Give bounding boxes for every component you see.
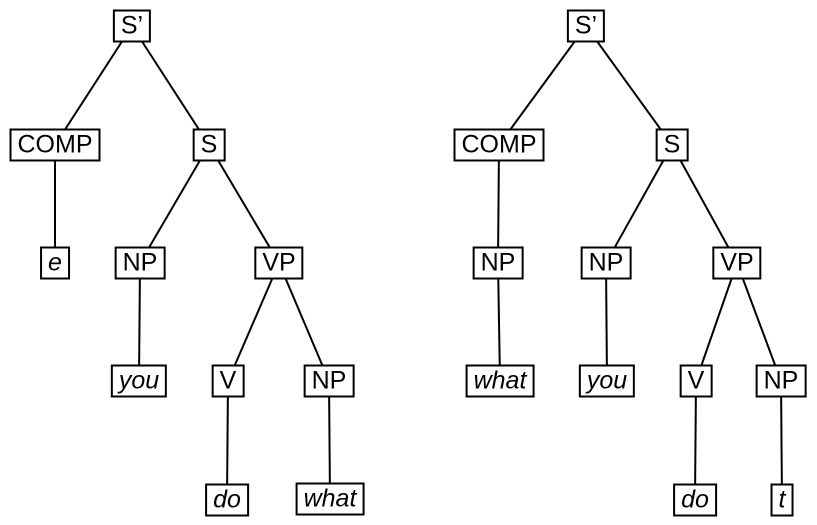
tree-node-you: you bbox=[578, 364, 636, 398]
edge-v-do bbox=[694, 380, 697, 501]
tree-node-s: S bbox=[192, 128, 226, 162]
edge-s-vp bbox=[208, 144, 280, 264]
tree-node-np-subject: NP bbox=[580, 246, 632, 280]
tree-node-np-object: NP bbox=[755, 364, 807, 398]
tree-node-what: what bbox=[465, 364, 535, 398]
tree-node-t: t bbox=[770, 483, 794, 517]
edge-vp-v bbox=[227, 262, 280, 382]
tree-node-np-subject: NP bbox=[114, 246, 166, 280]
tree-node-you: you bbox=[110, 364, 168, 398]
edge-np-what bbox=[497, 262, 501, 382]
tree-node-s: S bbox=[655, 128, 689, 162]
edge-vp-np-object bbox=[278, 262, 330, 382]
edge-sbar-comp bbox=[54, 25, 133, 146]
tree-node-e: e bbox=[40, 246, 70, 280]
tree-node-comp: COMP bbox=[9, 128, 101, 162]
edge-comp-np bbox=[497, 144, 500, 264]
edge-sbar-s bbox=[585, 25, 673, 146]
tree-node-v: V bbox=[211, 364, 245, 398]
edge-s-np-subject bbox=[605, 144, 673, 264]
tree-node-v: V bbox=[679, 364, 713, 398]
edge-sbar-s bbox=[131, 25, 210, 146]
tree-node-vp: VP bbox=[712, 246, 762, 280]
edge-v-do bbox=[226, 380, 229, 501]
edge-np-you bbox=[605, 262, 608, 382]
edge-s-np-subject bbox=[139, 144, 210, 264]
tree-node-s-bar: S’ bbox=[112, 9, 152, 43]
edge-vp-np-object bbox=[736, 262, 782, 382]
edge-np-t bbox=[780, 380, 783, 501]
tree-node-do: do bbox=[205, 483, 249, 517]
edge-np-you bbox=[138, 262, 141, 382]
edge-np-what bbox=[328, 380, 331, 500]
edge-s-vp bbox=[671, 144, 738, 264]
tree-node-s-bar: S’ bbox=[566, 9, 606, 43]
tree-node-np-comp: NP bbox=[472, 246, 524, 280]
tree-node-vp: VP bbox=[254, 246, 304, 280]
edge-sbar-comp bbox=[498, 25, 587, 146]
tree-node-do: do bbox=[673, 483, 717, 517]
edge-vp-v bbox=[695, 262, 738, 382]
tree-node-np-object: NP bbox=[303, 364, 355, 398]
tree-node-what: what bbox=[295, 482, 365, 516]
tree-node-comp: COMP bbox=[453, 128, 545, 162]
